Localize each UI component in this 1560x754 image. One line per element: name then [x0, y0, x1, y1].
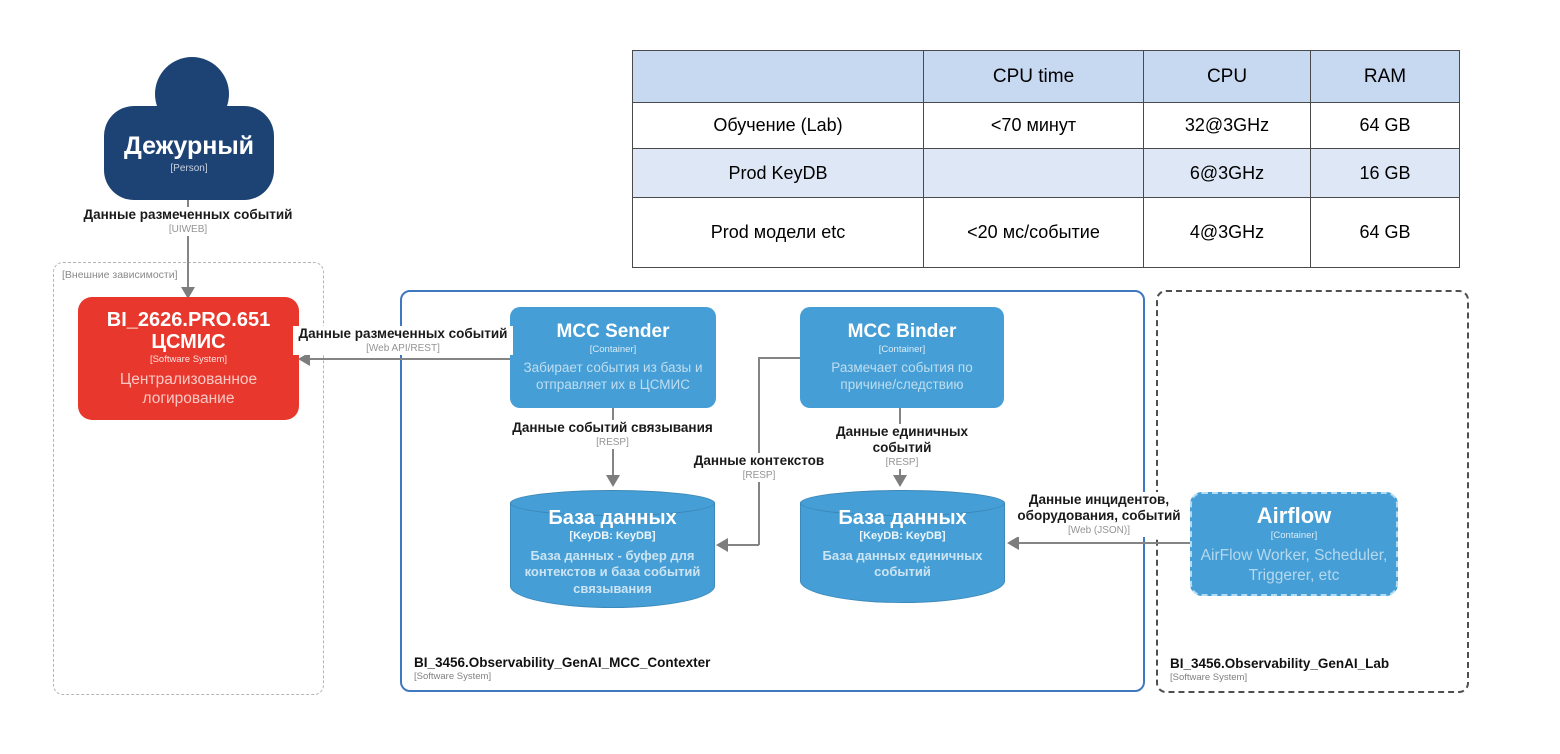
contexter-system-boundary: BI_3456.Observability_GenAI_MCC_Contexte… [400, 290, 1145, 692]
table-cell: 32@3GHz [1143, 102, 1311, 149]
label-sender-to-csmis-protocol: [Web API/REST] [366, 343, 440, 355]
database-events-content: База данных [KeyDB: KeyDB] База данных е… [800, 490, 1005, 581]
table-row: Prod KeyDB 6@3GHz 16 GB [632, 148, 1460, 198]
arrowhead-airflow-to-db-events [1007, 536, 1019, 550]
table-cell: <20 мс/событие [923, 197, 1144, 268]
table-cell: <70 минут [923, 102, 1144, 149]
arrowhead-binder-to-db-events [893, 475, 907, 487]
label-binder-to-db-events: Данные единичных событий [RESP] [818, 424, 986, 470]
airflow-description: AirFlow Worker, Scheduler, Triggerer, et… [1200, 547, 1388, 584]
mcc-binder-description: Размечает события по причине/следствию [831, 360, 973, 392]
airflow-type: [Container] [1270, 530, 1318, 542]
arrow-airflow-to-db-events [1013, 542, 1190, 544]
database-contexts-top [510, 490, 715, 516]
lab-system-boundary: BI_3456.Observability_GenAI_Lab [Softwar… [1156, 290, 1469, 693]
table-header-cpu-time: CPU time [923, 50, 1144, 103]
table-cell: Prod модели etc [632, 197, 924, 268]
label-airflow-to-db-events-text: Данные инцидентов, оборудования, событий [1017, 492, 1181, 524]
mcc-binder-title: MCC Binder [847, 321, 957, 343]
label-person-to-csmis-protocol: [UIWEB] [168, 224, 208, 236]
table-cell [923, 148, 1144, 198]
label-binder-to-db-events-text: Данные единичных событий [835, 424, 969, 456]
person-duty-officer: Дежурный [Person] [104, 106, 274, 200]
table-cell: 4@3GHz [1143, 197, 1311, 268]
label-airflow-to-db-events-protocol: [Web (JSON)] [1067, 525, 1131, 537]
label-person-to-csmis-text: Данные размеченных событий [83, 207, 293, 222]
database-events-top [800, 490, 1005, 516]
label-binder-to-db-contexts: Данные контекстов [RESP] [687, 453, 831, 483]
arrowhead-person-to-csmis [181, 287, 195, 299]
label-person-to-csmis: Данные размеченных событий [UIWEB] [63, 207, 313, 237]
database-contexts-body [510, 503, 715, 608]
table-header-row: CPU time CPU RAM [632, 50, 1460, 103]
table-header-blank [632, 50, 924, 103]
table-cell: 64 GB [1310, 197, 1460, 268]
label-sender-to-db-contexts-protocol: [RESP] [596, 437, 629, 449]
contexter-boundary-type: [Software System] [414, 671, 492, 682]
person-type: [Person] [170, 163, 208, 174]
database-contexts-content: База данных [KeyDB: KeyDB] База данных -… [510, 490, 715, 597]
airflow-title: Airflow [1256, 503, 1332, 529]
table-cell: 16 GB [1310, 148, 1460, 198]
table-cell: 64 GB [1310, 102, 1460, 149]
database-contexts-title: База данных [548, 507, 677, 529]
csmis-type: [Software System] [149, 353, 228, 365]
label-sender-to-db-contexts-text: Данные событий связывания [512, 420, 713, 435]
database-events-type: [KeyDB: KeyDB] [859, 530, 946, 542]
csmis-description: Централизованное логирование [119, 370, 258, 407]
system-csmis: BI_2626.PRO.651 ЦСМИС [Software System] … [78, 297, 299, 420]
table-header-cpu: CPU [1143, 50, 1311, 103]
arrowhead-sender-to-csmis [298, 352, 310, 366]
lab-boundary-label: BI_3456.Observability_GenAI_Lab [Softwar… [1170, 656, 1389, 683]
database-events-title: База данных [838, 507, 967, 529]
arrow-person-to-csmis [187, 200, 189, 292]
table-row: Prod модели etc <20 мс/событие 4@3GHz 64… [632, 197, 1460, 268]
container-mcc-sender: MCC Sender [Container] Забирает события … [510, 307, 716, 408]
label-sender-to-csmis-text: Данные размеченных событий [298, 326, 508, 341]
arrow-binder-to-db-contexts-seg3 [721, 544, 759, 546]
resource-spec-table: CPU time CPU RAM Обучение (Lab) <70 мину… [632, 50, 1460, 268]
container-airflow: Airflow [Container] AirFlow Worker, Sche… [1190, 492, 1398, 596]
label-binder-to-db-contexts-protocol: [RESP] [742, 470, 776, 482]
database-events-description: База данных единичных событий [822, 548, 983, 580]
arrowhead-sender-to-db-contexts [606, 475, 620, 487]
database-events: База данных [KeyDB: KeyDB] База данных е… [800, 490, 1005, 603]
mcc-sender-type: [Container] [589, 344, 637, 356]
mcc-binder-type: [Container] [878, 344, 926, 356]
table-header-ram: RAM [1310, 50, 1460, 103]
contexter-boundary-label: BI_3456.Observability_GenAI_MCC_Contexte… [414, 655, 710, 682]
arrowhead-binder-to-db-contexts [716, 538, 728, 552]
database-events-body [800, 503, 1005, 603]
database-contexts-type: [KeyDB: KeyDB] [569, 530, 656, 542]
table-row: Обучение (Lab) <70 минут 32@3GHz 64 GB [632, 102, 1460, 149]
lab-boundary-name: BI_3456.Observability_GenAI_Lab [1170, 656, 1390, 671]
mcc-sender-description: Забирает события из базы и отправляет их… [523, 360, 703, 392]
contexter-boundary-name: BI_3456.Observability_GenAI_MCC_Contexte… [414, 655, 711, 670]
mcc-sender-title: MCC Sender [556, 321, 670, 343]
label-sender-to-db-contexts: Данные событий связывания [RESP] [500, 420, 725, 450]
table-cell: Prod KeyDB [632, 148, 924, 198]
label-sender-to-csmis: Данные размеченных событий [Web API/REST… [293, 326, 513, 356]
database-contexts-description: База данных - буфер для контекстов и баз… [524, 548, 701, 596]
csmis-title-line2: ЦСМИС [151, 330, 226, 353]
container-mcc-binder: MCC Binder [Container] Размечает события… [800, 307, 1004, 408]
arrow-binder-to-db-contexts-seg2 [758, 357, 760, 545]
external-dependencies-label: [Внешние зависимости] [62, 269, 178, 281]
label-binder-to-db-events-protocol: [RESP] [885, 457, 919, 469]
person-name: Дежурный [123, 132, 255, 160]
lab-boundary-type: [Software System] [1170, 672, 1248, 683]
label-binder-to-db-contexts-text: Данные контекстов [693, 453, 825, 468]
arrow-binder-to-db-contexts-seg1 [759, 357, 800, 359]
arrow-sender-to-csmis [309, 358, 510, 360]
label-airflow-to-db-events: Данные инцидентов, оборудования, событий… [1013, 492, 1185, 538]
table-cell: Обучение (Lab) [632, 102, 924, 149]
database-contexts: База данных [KeyDB: KeyDB] База данных -… [510, 490, 715, 608]
table-cell: 6@3GHz [1143, 148, 1311, 198]
csmis-title-line1: BI_2626.PRO.651 [106, 308, 271, 331]
